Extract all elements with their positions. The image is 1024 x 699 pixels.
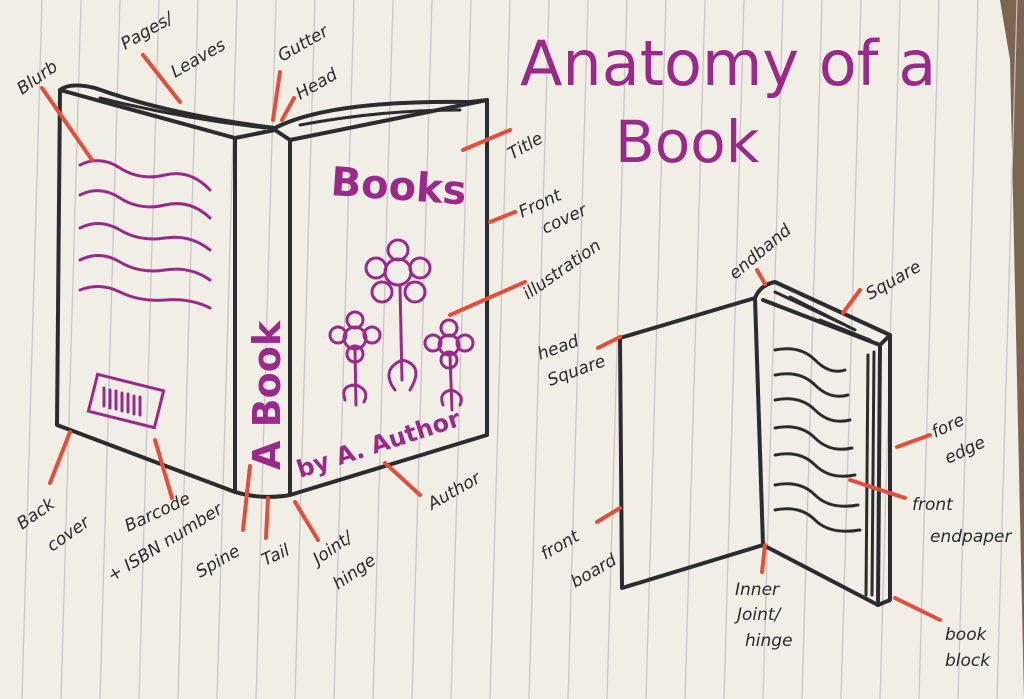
endpaper-squiggles [773, 347, 862, 533]
blurb-squiggles [78, 159, 212, 310]
right-pointer-lines [595, 268, 942, 622]
ruled-line [60, 0, 82, 699]
page-lines [98, 96, 462, 130]
ruled-line [21, 0, 43, 699]
ruled-line [840, 0, 862, 699]
block-edges [761, 298, 892, 607]
ruled-line [489, 0, 511, 699]
ruled-line [216, 0, 238, 699]
flower-illustration [328, 238, 475, 412]
ruled-line [411, 0, 433, 699]
ruled-line [801, 0, 823, 699]
label-front-endpaper-2: endpaper [930, 527, 1012, 547]
open-book-drawing [618, 280, 892, 607]
spine-edges [233, 128, 292, 497]
ruled-line [645, 0, 667, 699]
ruled-lines [21, 0, 1018, 699]
barcode-bars [102, 386, 142, 417]
ruled-line [723, 0, 745, 699]
label-inner-joint-2: Joint/ [734, 605, 783, 625]
diagram-title-line2: Book [615, 108, 760, 176]
cover-title: Books [329, 159, 468, 214]
page-tops [58, 83, 489, 142]
ruled-line [918, 0, 940, 699]
diagram-title-line1: Anatomy of a [520, 27, 936, 100]
label-inner-joint-3: hinge [745, 631, 793, 651]
square-lines [773, 290, 872, 342]
ruled-line [606, 0, 628, 699]
label-inner-joint-1: Inner [735, 580, 780, 600]
book-block-outline [753, 280, 892, 607]
left-pointer-lines [40, 53, 527, 542]
spine-text: A Book [245, 320, 289, 470]
ruled-line [957, 0, 979, 699]
fore-edge-lines [864, 350, 876, 597]
ruled-line [684, 0, 706, 699]
ruled-line [996, 0, 1018, 699]
ruled-line [99, 0, 121, 699]
label-front-endpaper-1: front [912, 495, 954, 515]
label-book-block-2: block [945, 651, 991, 671]
ruled-line [528, 0, 550, 699]
ruled-line [762, 0, 784, 699]
barcode-box [86, 372, 166, 430]
label-book-block-1: book [945, 625, 988, 645]
ruled-line [372, 0, 394, 699]
ruled-line [567, 0, 589, 699]
